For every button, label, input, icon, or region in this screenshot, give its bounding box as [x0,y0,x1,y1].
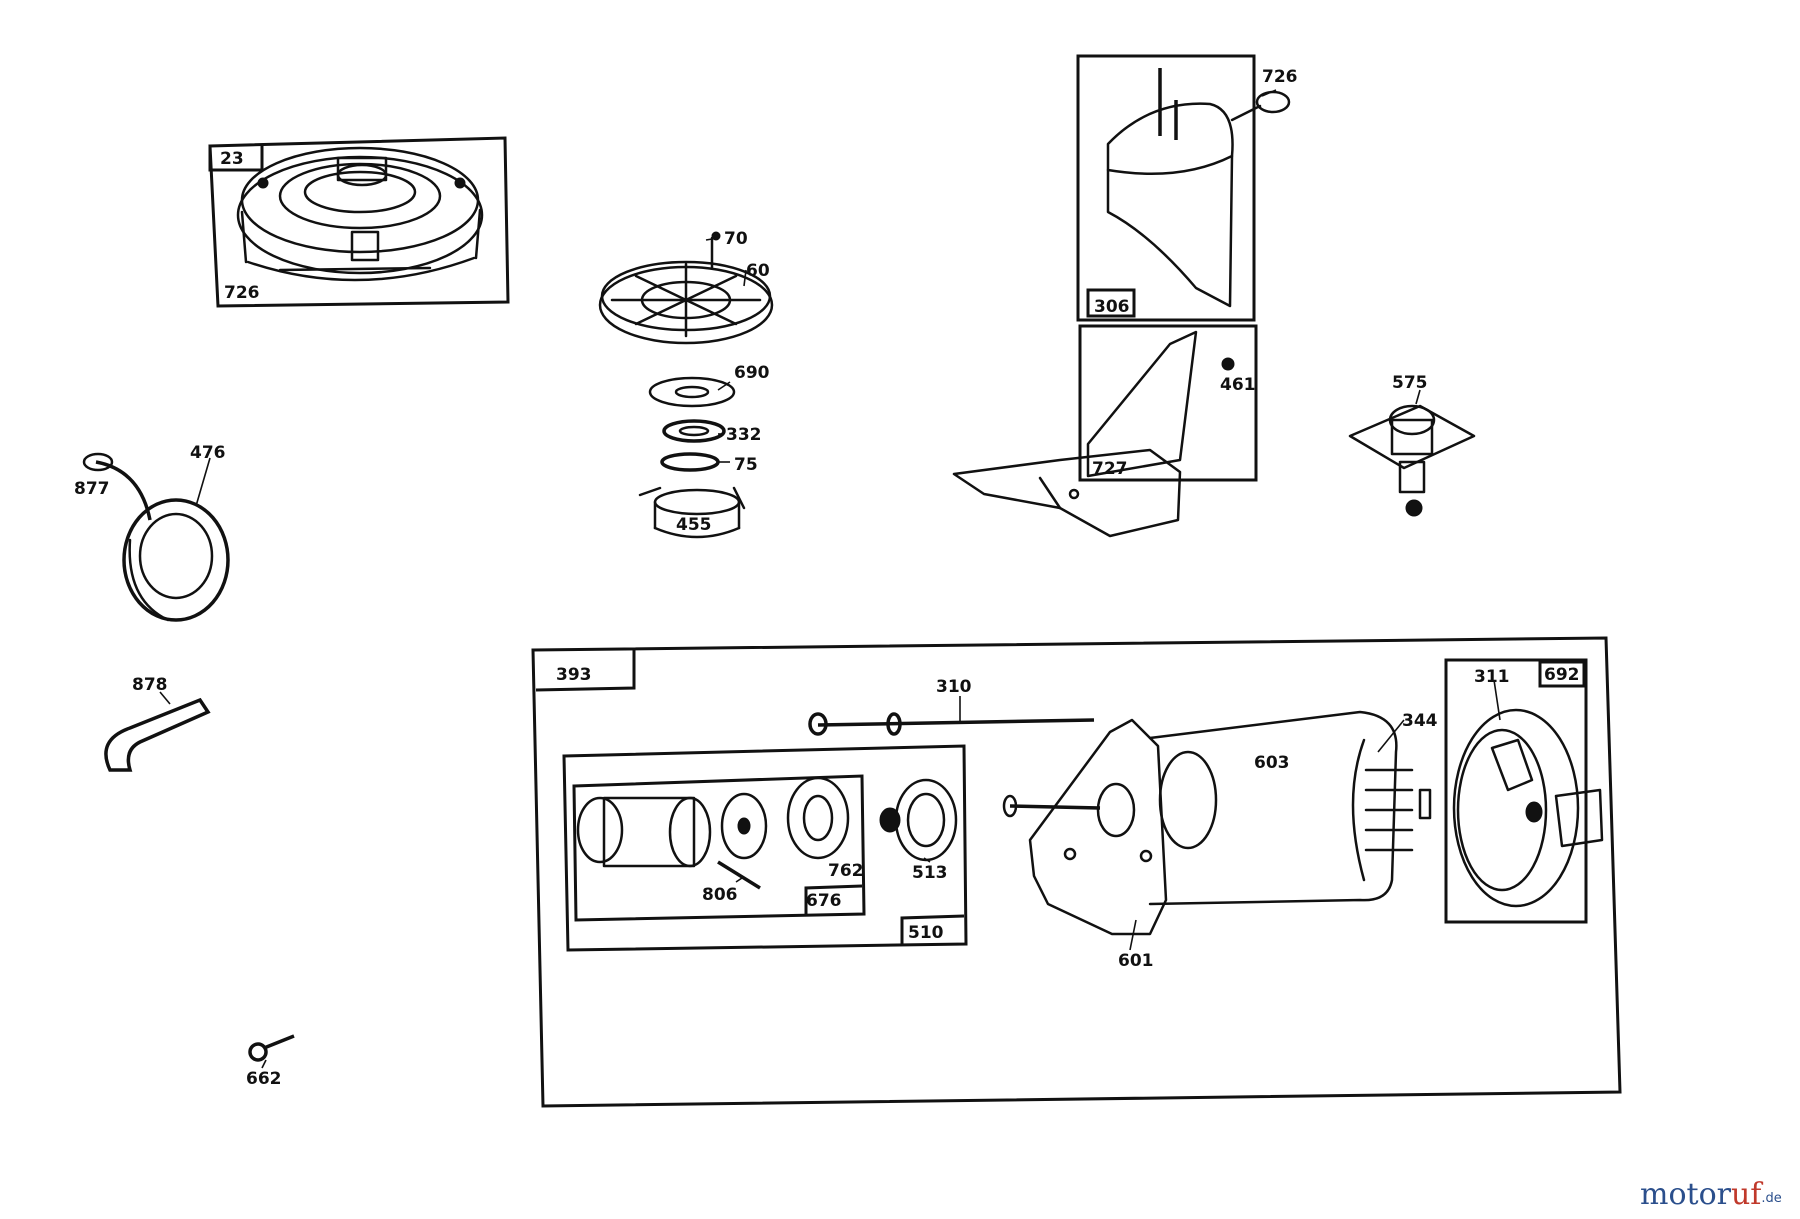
label-332: 332 [726,425,762,445]
watermark-logo[interactable]: motoruf.de [1640,1177,1782,1212]
label-23: 23 [220,149,244,169]
starter-motor-group [531,636,1622,1108]
part-number-labels: 23 726 70 60 690 332 75 455 476 877 878 … [74,67,1580,1089]
rewind-spring-part [82,452,230,622]
label-575: 575 [1392,373,1428,393]
label-513: 513 [912,863,948,883]
label-461: 461 [1220,375,1256,395]
label-393: 393 [556,665,592,685]
label-601: 601 [1118,951,1154,971]
watermark-tld: .de [1761,1191,1781,1206]
washer-690-part [648,376,736,408]
label-762: 762 [828,861,864,881]
starter-handle-part [104,697,211,772]
label-60: 60 [746,261,770,281]
label-662: 662 [246,1069,282,1089]
label-310: 310 [936,677,972,697]
spring-332-part [662,419,726,443]
washer-75-part [660,452,720,472]
label-70: 70 [724,229,748,249]
watermark-brand-b: uf [1731,1177,1763,1212]
label-510: 510 [908,923,944,943]
label-806: 806 [702,885,738,905]
cup-455-part [638,486,746,539]
label-676: 676 [806,891,842,911]
label-726-flywheel: 726 [224,283,260,303]
screw-662-part [248,1034,295,1062]
watermark-brand-a: motor [1640,1177,1732,1212]
label-726-solenoid: 726 [1262,67,1298,87]
label-311: 311 [1474,667,1510,687]
label-690: 690 [734,363,770,383]
label-603: 603 [1254,753,1290,773]
terminal-575-part [1348,404,1476,517]
label-455: 455 [676,515,712,535]
solenoid-bracket-part [1076,54,1291,322]
rewind-pulley-part [598,231,774,345]
label-476: 476 [190,443,226,463]
air-vane-part [952,324,1258,538]
flywheel-part [208,136,510,308]
svg-text:motoruf.de: motoruf.de [1640,1177,1782,1212]
label-727: 727 [1092,459,1128,479]
label-75: 75 [734,455,758,475]
leader-lines [159,89,1501,1069]
label-878: 878 [132,675,168,695]
label-877: 877 [74,479,110,499]
label-692: 692 [1544,665,1580,685]
label-306: 306 [1094,297,1130,317]
label-344: 344 [1402,711,1438,731]
